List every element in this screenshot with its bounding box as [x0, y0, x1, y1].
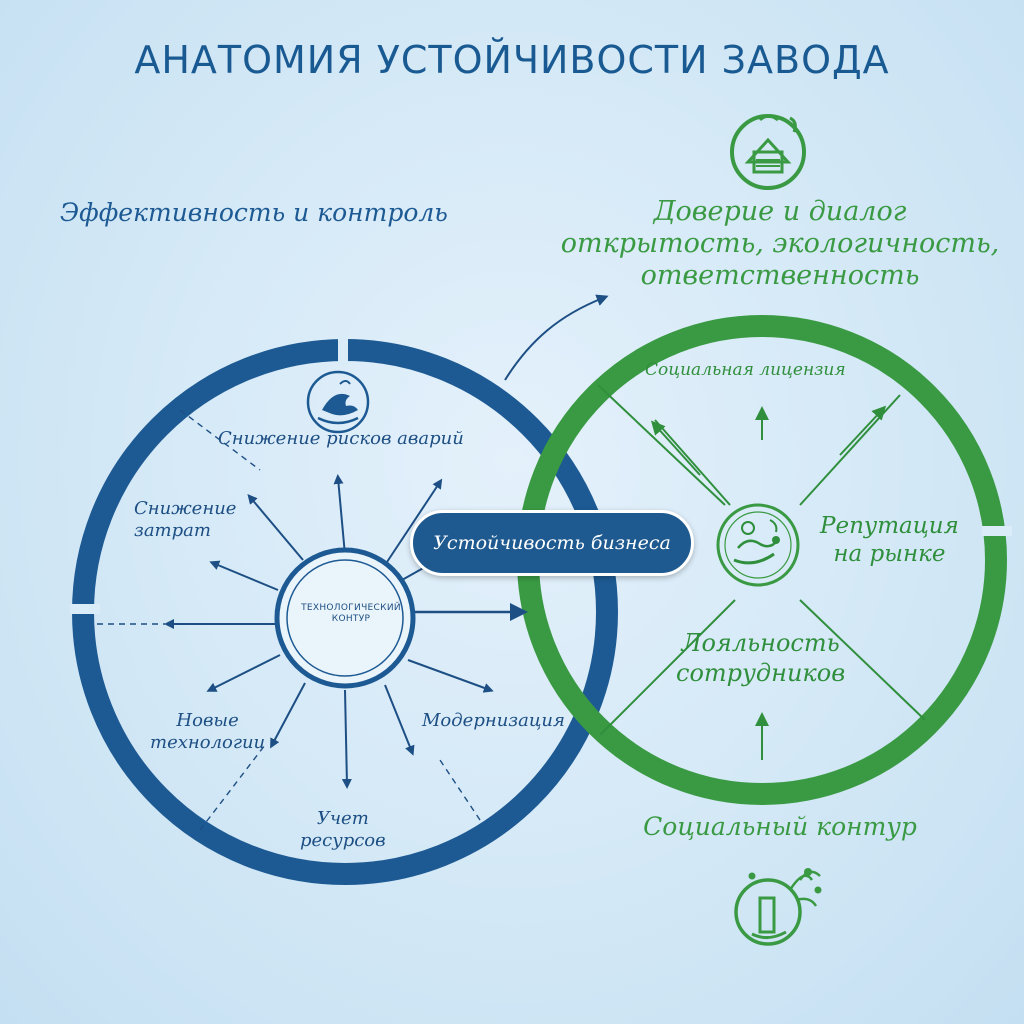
- label-market-reputation-line2: на рынке: [833, 541, 946, 567]
- tech-sector-lines: [97, 409, 481, 831]
- tech-hub-label-line1: ТЕХНОЛОГИЧЕСКИЙ: [301, 603, 401, 613]
- connector-curve-arrow: [504, 294, 609, 381]
- label-resource-accounting-line1: Учет: [316, 808, 369, 829]
- tech-hub: [274, 547, 416, 689]
- label-market-reputation-line1: Репутация: [820, 513, 959, 539]
- label-new-technologies-line1: Новые: [176, 710, 239, 731]
- label-cost-reduction: Снижение затрат: [134, 498, 236, 542]
- social-arrows: [650, 405, 887, 760]
- label-social-license: Социальная лицензия: [645, 360, 846, 380]
- label-new-technologies-line2: технологии: [150, 732, 266, 753]
- tech-hub-label: ТЕХНОЛОГИЧЕСКИЙ КОНТУР: [288, 603, 414, 625]
- label-cost-reduction-line2: затрат: [134, 520, 211, 541]
- social-contour-heading: Социальный контур: [643, 812, 917, 841]
- tech-hub-label-line2: КОНТУР: [331, 614, 371, 624]
- label-employee-loyalty-line2: сотрудников: [676, 659, 846, 687]
- label-employee-loyalty: Лояльность сотрудников: [676, 628, 845, 688]
- label-resource-accounting: Учет ресурсов: [300, 808, 386, 852]
- page-title: АНАТОМИЯ УСТОЙЧИВОСТИ ЗАВОДА: [134, 38, 890, 82]
- trust-heading-line3: ответственность: [640, 260, 920, 291]
- label-cost-reduction-line1: Снижение: [134, 498, 237, 519]
- tech-spokes: [164, 474, 528, 789]
- tree-hand-icon: [734, 868, 822, 946]
- label-market-reputation: Репутация на рынке: [820, 512, 959, 568]
- label-new-technologies: Новые технологии: [150, 710, 265, 754]
- label-risk-reduction: Снижение рисков аварий: [218, 428, 464, 449]
- crane-bird-icon: [306, 370, 370, 434]
- eco-people-icon: [716, 503, 800, 587]
- business-sustainability-pill: Устойчивость бизнеса: [410, 510, 694, 576]
- tech-contour-heading: Эффективность и контроль: [60, 198, 448, 227]
- factory-house-icon: [730, 114, 806, 190]
- tech-ring: [70, 335, 618, 885]
- label-modernization: Модернизация: [422, 710, 565, 731]
- trust-heading: Доверие и диалог открытость, экологичнос…: [560, 196, 1000, 292]
- label-resource-accounting-line2: ресурсов: [300, 830, 386, 851]
- trust-heading-line1: Доверие и диалог: [653, 196, 907, 227]
- label-employee-loyalty-line1: Лояльность: [681, 629, 840, 657]
- trust-heading-line2: открытость, экологичность,: [560, 228, 1000, 259]
